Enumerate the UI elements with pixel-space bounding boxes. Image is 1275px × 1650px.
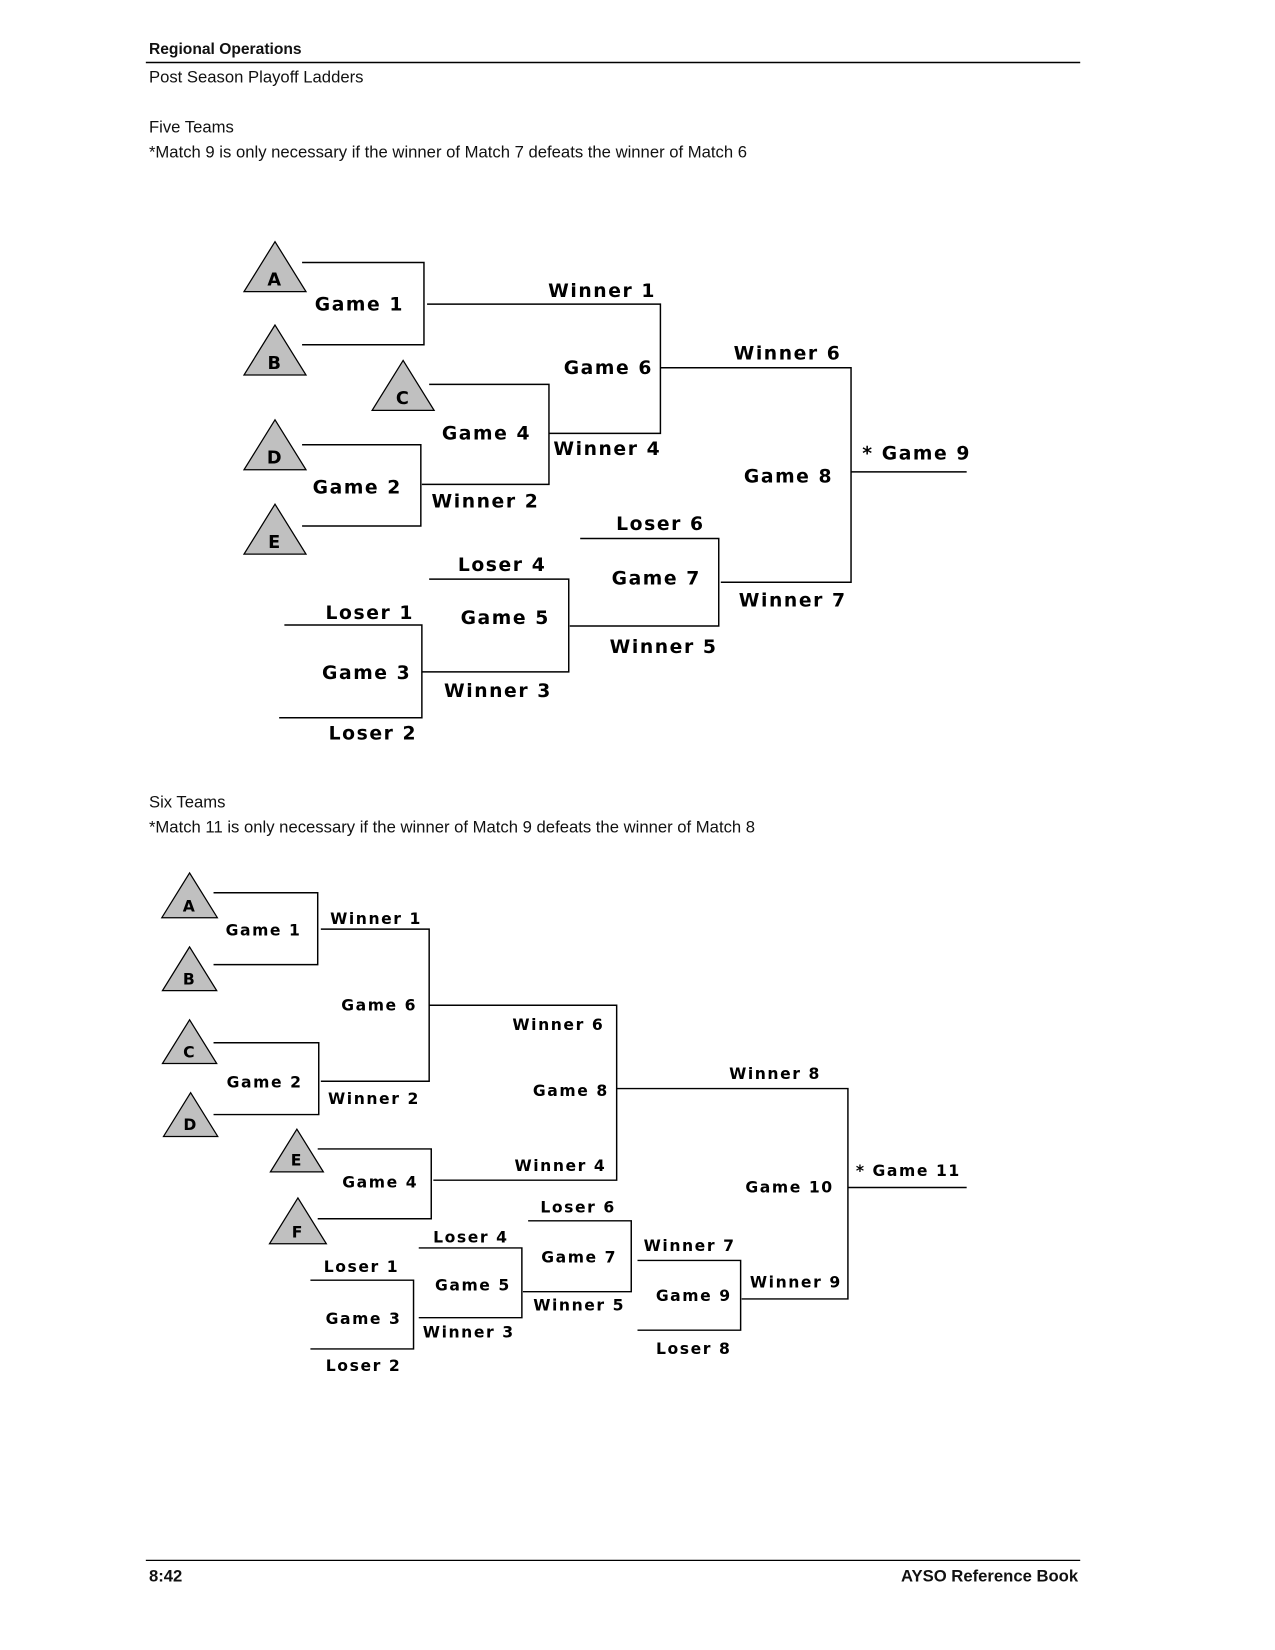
- bracket-label: Game 1: [226, 921, 302, 939]
- bracket-line: [429, 1004, 618, 1181]
- five-teams-note: *Match 9 is only necessary if the winner…: [149, 142, 747, 161]
- team-triangle: [162, 1091, 219, 1138]
- bracket-label: Loser 4: [433, 1229, 508, 1247]
- five-teams-title: Five Teams: [149, 117, 234, 136]
- bracket-label: Game 4: [442, 424, 531, 445]
- bracket-label: Winner 3: [444, 681, 552, 702]
- bracket-label: Winner 7: [644, 1237, 736, 1255]
- bracket-line: [421, 578, 570, 673]
- team-label: C: [183, 1043, 196, 1061]
- bracket-label: Game 3: [322, 663, 411, 684]
- book-title: AYSO Reference Book: [901, 1566, 1079, 1585]
- bracket-label: Loser 6: [616, 514, 704, 535]
- page-number: 8:42: [149, 1566, 182, 1585]
- bracket-label: Loser 2: [329, 724, 417, 745]
- bracket-label: Game 9: [656, 1287, 732, 1305]
- bracket-label: Loser 4: [458, 555, 546, 576]
- bracket-label: Loser 6: [540, 1199, 615, 1217]
- bracket-label: Winner 1: [548, 281, 656, 302]
- bracket-label: Game 1: [315, 294, 404, 315]
- six-teams-title: Six Teams: [149, 792, 226, 811]
- team-label: A: [183, 897, 197, 915]
- bracket-label: Game 8: [533, 1082, 609, 1100]
- bracket-label: Winner 5: [533, 1296, 625, 1314]
- bracket-label: Winner 7: [739, 590, 847, 611]
- bracket-label: Game 5: [435, 1277, 511, 1295]
- bracket-label: Game 5: [461, 608, 550, 629]
- bracket-label: Winner 2: [431, 491, 539, 512]
- team-triangle: [242, 418, 308, 471]
- bracket-label: Winner 5: [610, 637, 718, 658]
- bracket-line: [418, 1247, 523, 1319]
- team-label: D: [183, 1116, 198, 1134]
- bracket-label: Loser 1: [324, 1258, 399, 1276]
- bracket-label: Winner 1: [330, 910, 422, 928]
- bracket-line: [522, 1220, 632, 1293]
- bracket-line: [317, 1148, 432, 1220]
- bracket-line: [660, 366, 852, 584]
- bracket-label: * Game 11: [856, 1162, 961, 1180]
- bracket-line: [310, 1279, 415, 1350]
- bracket-label: Winner 6: [734, 343, 842, 364]
- bracket-label: * Game 9: [862, 443, 971, 464]
- bracket-line: [302, 261, 425, 346]
- bracket-label: Game 10: [745, 1179, 833, 1197]
- bracket-label: Winner 4: [553, 439, 661, 460]
- team-triangle: [268, 1196, 328, 1245]
- bracket-line: [213, 1041, 320, 1116]
- bracket-label: Game 2: [227, 1074, 303, 1092]
- bracket-label: Game 2: [313, 478, 402, 499]
- team-triangle: [242, 502, 308, 555]
- bracket-label: Game 3: [326, 1310, 402, 1328]
- team-label: A: [267, 270, 282, 290]
- team-label: C: [396, 389, 411, 409]
- bracket-label: Game 6: [564, 358, 653, 379]
- bracket-line: [616, 1087, 849, 1300]
- bracket-line: [569, 537, 720, 627]
- team-triangle: [161, 1018, 218, 1065]
- bracket-label: Winner 8: [729, 1065, 821, 1083]
- bracket-line: [302, 444, 422, 527]
- six-team-bracket: A B C D E F Game 1 Winner 1 Game 2 Winner 2 Game 6…: [160, 871, 967, 1375]
- bracket-label: Loser 1: [326, 603, 414, 624]
- team-triangle: [269, 1127, 325, 1173]
- bracket-label: Game 7: [541, 1249, 617, 1267]
- team-triangle: [371, 359, 436, 412]
- page-subtitle: Post Season Playoff Ladders: [149, 67, 364, 86]
- section-header: Regional Operations: [149, 41, 302, 58]
- bracket-line: [213, 891, 319, 966]
- team-triangle: [242, 240, 308, 293]
- bracket-label: Game 6: [341, 996, 417, 1014]
- bracket-label: Winner 2: [328, 1090, 420, 1108]
- bracket-label: Game 7: [612, 568, 701, 589]
- bracket-label: Loser 8: [656, 1340, 731, 1358]
- bracket-line: [637, 1259, 742, 1331]
- team-label: F: [292, 1224, 304, 1242]
- bracket-label: Winner 6: [512, 1016, 604, 1034]
- team-label: E: [291, 1152, 303, 1170]
- six-teams-note: *Match 11 is only necessary if the winne…: [149, 817, 755, 836]
- bracket-label: Winner 3: [423, 1324, 515, 1342]
- team-triangle: [242, 323, 308, 376]
- bracket-line: [421, 383, 550, 486]
- bracket-label: Loser 2: [326, 1357, 401, 1375]
- bracket-line: [279, 624, 423, 719]
- team-label: E: [268, 533, 282, 553]
- five-team-bracket: A B C D E Game 1 Winner 1 Game 6 Winner 6 Game 4 W…: [242, 240, 971, 745]
- bracket-label: Winner 4: [514, 1157, 606, 1175]
- bracket-label: Game 8: [744, 466, 833, 487]
- team-triangle: [160, 871, 219, 919]
- bracket-label: Winner 9: [750, 1274, 842, 1292]
- team-triangle: [161, 945, 218, 992]
- team-label: B: [267, 354, 282, 374]
- bracket-label: Game 4: [342, 1174, 418, 1192]
- team-label: B: [183, 970, 196, 988]
- bracket-line: [427, 303, 662, 435]
- team-label: D: [267, 449, 283, 469]
